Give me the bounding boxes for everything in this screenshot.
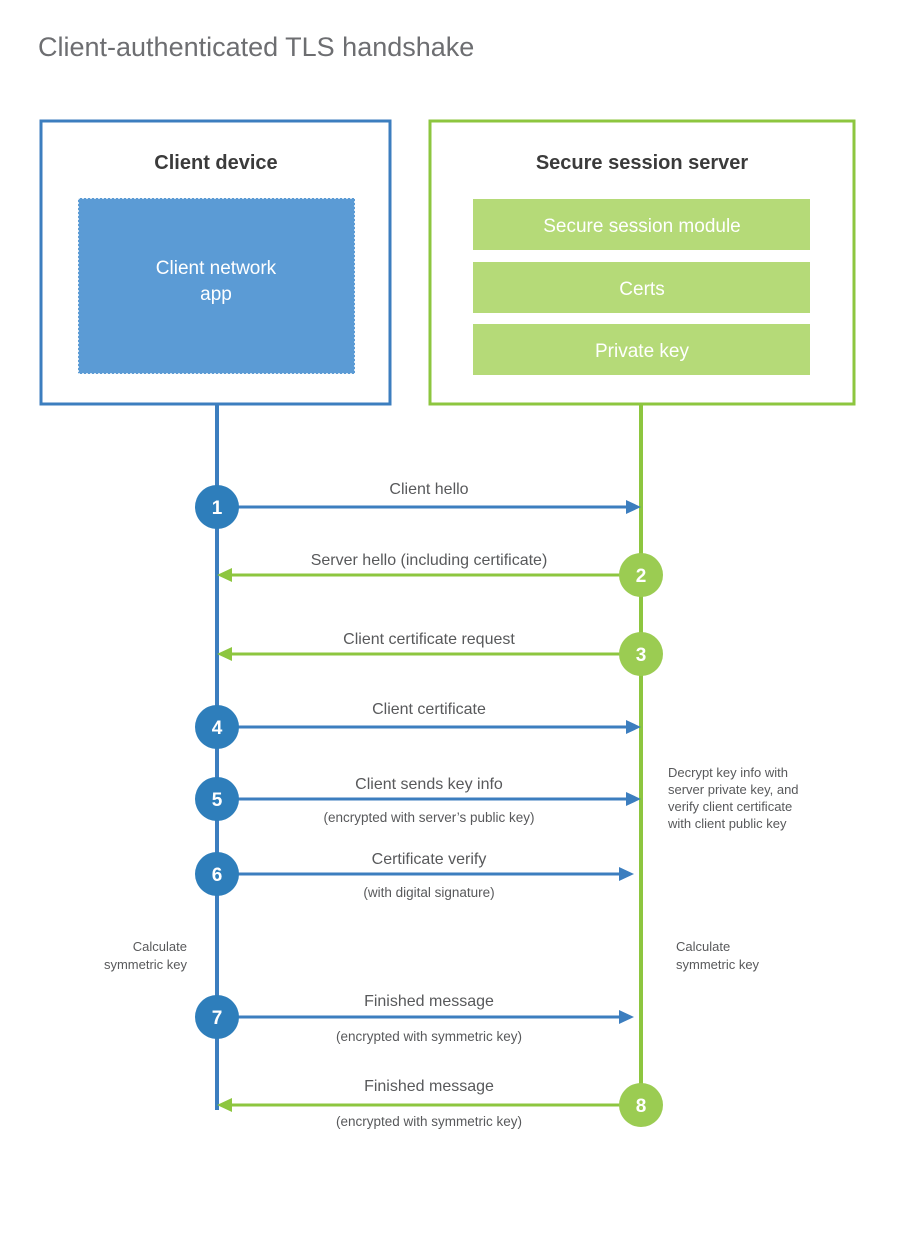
step-7-number: 7 — [212, 1008, 223, 1029]
note-client-calc-line-0: Calculate — [133, 939, 187, 954]
server-item-box-2 — [473, 324, 810, 375]
step-1-badge — [195, 485, 239, 529]
step-2-label: Server hello (including certificate) — [311, 552, 548, 569]
note-server-decrypt-line-0: Decrypt key info with — [668, 765, 788, 780]
client-network-app-box — [77, 197, 356, 375]
step-5: Client sends key info (encrypted with se… — [195, 776, 641, 825]
step-5-badge — [195, 777, 239, 821]
step-6-label: Certificate verify — [372, 851, 487, 868]
note-server-decrypt-line-2: verify client certificate — [668, 799, 792, 814]
actor-box-server: Secure session server Secure session mod… — [428, 119, 856, 406]
note-server-calc-line-1: symmetric key — [676, 957, 760, 972]
server-item-label-2: Private key — [595, 341, 689, 362]
step-2-arrowhead — [217, 568, 232, 582]
step-3: Client certificate request 3 — [217, 631, 663, 676]
server-box-title: Secure session server — [536, 152, 749, 174]
note-server-decrypt: Decrypt key info with server private key… — [667, 765, 799, 831]
note-server-calc-line-0: Calculate — [676, 939, 730, 954]
step-3-arrowhead — [217, 647, 232, 661]
step-7-label: Finished message — [364, 993, 494, 1010]
step-2: Server hello (including certificate) 2 — [217, 552, 663, 597]
step-4: Client certificate 4 — [195, 701, 641, 749]
step-7-arrowhead — [619, 1010, 634, 1024]
server-item-label-1: Certs — [619, 279, 664, 300]
step-2-number: 2 — [636, 566, 647, 587]
step-8-sublabel: (encrypted with symmetric key) — [336, 1114, 522, 1129]
step-6-sublabel: (with digital signature) — [363, 885, 494, 900]
step-5-arrowhead — [626, 792, 641, 806]
note-client-calc-line-1: symmetric key — [104, 957, 188, 972]
step-1-number: 1 — [212, 498, 223, 519]
step-4-number: 4 — [212, 718, 223, 739]
step-5-label: Client sends key info — [355, 776, 503, 793]
note-server-decrypt-line-3: with client public key — [667, 816, 787, 831]
step-7: Finished message (encrypted with symmetr… — [195, 993, 634, 1044]
step-6-badge — [195, 852, 239, 896]
server-item-label-0: Secure session module — [543, 216, 741, 237]
step-8-number: 8 — [636, 1096, 647, 1117]
step-6-number: 6 — [212, 865, 223, 886]
client-network-app-label-line1: Client network — [156, 258, 277, 279]
note-server-decrypt-line-1: server private key, and — [668, 782, 799, 797]
client-box-title: Client device — [154, 152, 277, 174]
step-5-sublabel: (encrypted with server’s public key) — [323, 810, 534, 825]
step-4-arrowhead — [626, 720, 641, 734]
step-4-badge — [195, 705, 239, 749]
step-7-badge — [195, 995, 239, 1039]
note-server-calc: Calculate symmetric key — [676, 939, 760, 972]
step-6-arrowhead — [619, 867, 634, 881]
step-3-label: Client certificate request — [343, 631, 515, 648]
step-8: Finished message (encrypted with symmetr… — [217, 1078, 663, 1129]
step-8-arrowhead — [217, 1098, 232, 1112]
actor-box-client: Client device Client network app — [39, 119, 392, 406]
step-1-arrowhead — [626, 500, 641, 514]
client-network-app-label-line2: app — [200, 284, 232, 305]
step-1-label: Client hello — [389, 481, 468, 498]
step-3-badge — [619, 632, 663, 676]
note-client-calc: Calculate symmetric key — [104, 939, 188, 972]
page-title: Client-authenticated TLS handshake — [38, 32, 474, 62]
step-1: Client hello 1 — [195, 481, 641, 529]
step-2-badge — [619, 553, 663, 597]
step-4-label: Client certificate — [372, 701, 486, 718]
step-5-number: 5 — [212, 790, 223, 811]
step-8-badge — [619, 1083, 663, 1127]
step-7-sublabel: (encrypted with symmetric key) — [336, 1029, 522, 1044]
server-item-box-1 — [473, 262, 810, 313]
step-8-label: Finished message — [364, 1078, 494, 1095]
step-3-number: 3 — [636, 645, 647, 666]
step-6: Certificate verify (with digital signatu… — [195, 851, 634, 900]
server-item-box-0 — [473, 199, 810, 250]
